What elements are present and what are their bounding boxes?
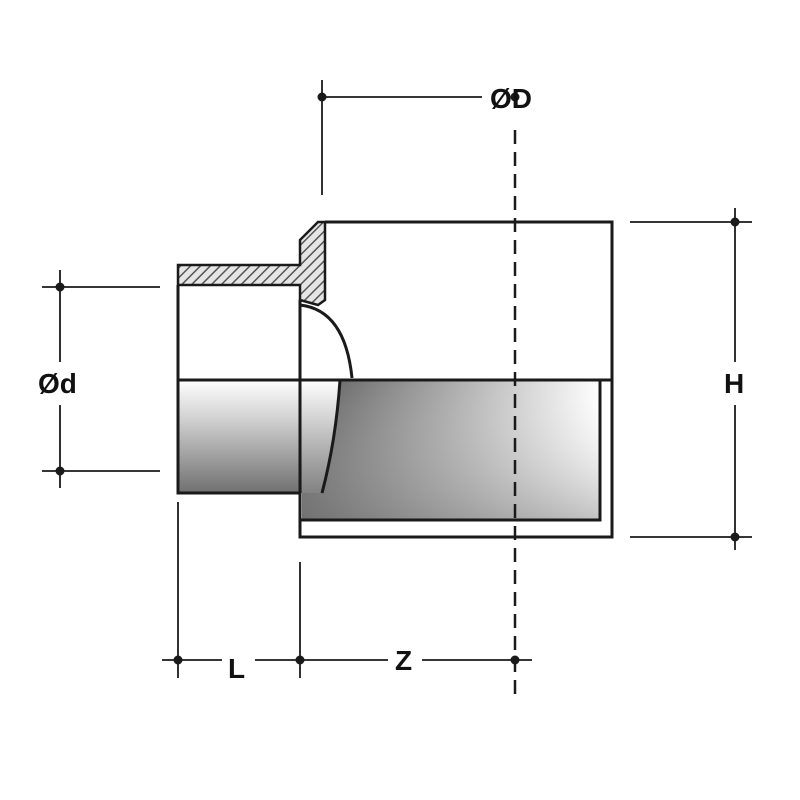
label-inner-diameter: Ød	[38, 368, 77, 399]
dimension-dots	[55, 92, 740, 665]
hatched-wall-section	[176, 220, 327, 307]
fitting-outline	[176, 220, 614, 539]
pipe-shading	[178, 380, 600, 520]
label-offset: Z	[395, 645, 412, 676]
label-outer-diameter: ØD	[490, 83, 532, 114]
label-height: H	[724, 368, 744, 399]
label-socket-length: L	[228, 653, 245, 684]
